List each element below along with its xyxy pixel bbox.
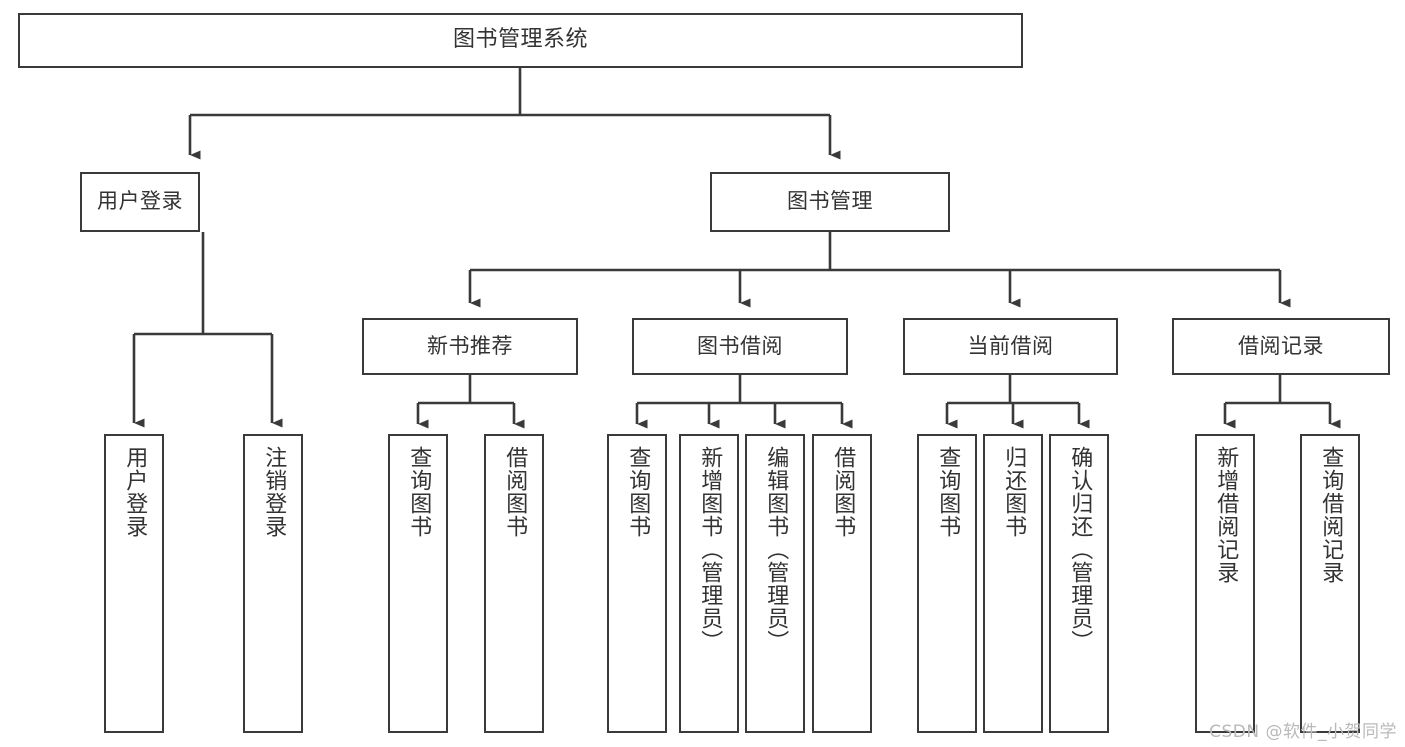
leaf-logout[interactable]: 注销登录 — [243, 434, 303, 733]
node-label: 新书推荐 — [427, 333, 513, 358]
node-label: 当前借阅 — [967, 333, 1054, 358]
csdn-watermark: CSDN @软件_小贺同学 — [1209, 722, 1397, 742]
node-label: 图书借阅 — [697, 333, 783, 358]
leaf-confirm-return-admin[interactable]: 确认归还（管理员） — [1049, 434, 1109, 733]
leaf-edit-book-admin[interactable]: 编辑图书（管理员） — [745, 434, 805, 733]
leaf-add-borrow-record[interactable]: 新增借阅记录 — [1195, 434, 1255, 733]
node-label: 借阅图书 — [502, 446, 528, 538]
leaf-query-borrow-record[interactable]: 查询借阅记录 — [1300, 434, 1360, 733]
node-label: 查询图书 — [625, 446, 651, 538]
node-book-management[interactable]: 图书管理 — [710, 172, 950, 232]
leaf-return-books[interactable]: 归还图书 — [983, 434, 1043, 733]
node-label: 图书管理系统 — [452, 27, 588, 53]
node-label: 查询借阅记录 — [1318, 446, 1344, 584]
leaf-borrow-books-newbook[interactable]: 借阅图书 — [484, 434, 544, 733]
node-label: 注销登录 — [261, 446, 287, 538]
node-label: 新增图书（管理员） — [697, 446, 723, 653]
node-label: 编辑图书（管理员） — [763, 446, 789, 653]
node-root-book-management-system[interactable]: 图书管理系统 — [18, 13, 1023, 68]
node-label: 确认归还（管理员） — [1067, 446, 1093, 653]
leaf-query-books-current[interactable]: 查询图书 — [917, 434, 977, 733]
leaf-add-book-admin[interactable]: 新增图书（管理员） — [679, 434, 739, 733]
leaf-user-login[interactable]: 用户登录 — [104, 434, 164, 733]
node-label: 用户登录 — [97, 189, 183, 214]
node-label: 借阅图书 — [830, 446, 856, 538]
node-current-borrowing[interactable]: 当前借阅 — [903, 318, 1118, 375]
node-label: 归还图书 — [1001, 446, 1027, 538]
node-label: 用户登录 — [122, 446, 148, 538]
node-new-book-recommendation[interactable]: 新书推荐 — [362, 318, 578, 375]
node-borrowing-records[interactable]: 借阅记录 — [1172, 318, 1390, 375]
leaf-query-books-newbook[interactable]: 查询图书 — [388, 434, 448, 733]
node-label: 借阅记录 — [1238, 333, 1324, 358]
leaf-borrow-books[interactable]: 借阅图书 — [812, 434, 872, 733]
leaf-query-books-borrow[interactable]: 查询图书 — [607, 434, 667, 733]
node-label: 新增借阅记录 — [1213, 446, 1239, 584]
node-label: 查询图书 — [935, 446, 961, 538]
node-user-login[interactable]: 用户登录 — [80, 172, 200, 232]
node-label: 查询图书 — [406, 446, 432, 538]
node-book-borrowing[interactable]: 图书借阅 — [632, 318, 848, 375]
node-label: 图书管理 — [787, 189, 873, 214]
